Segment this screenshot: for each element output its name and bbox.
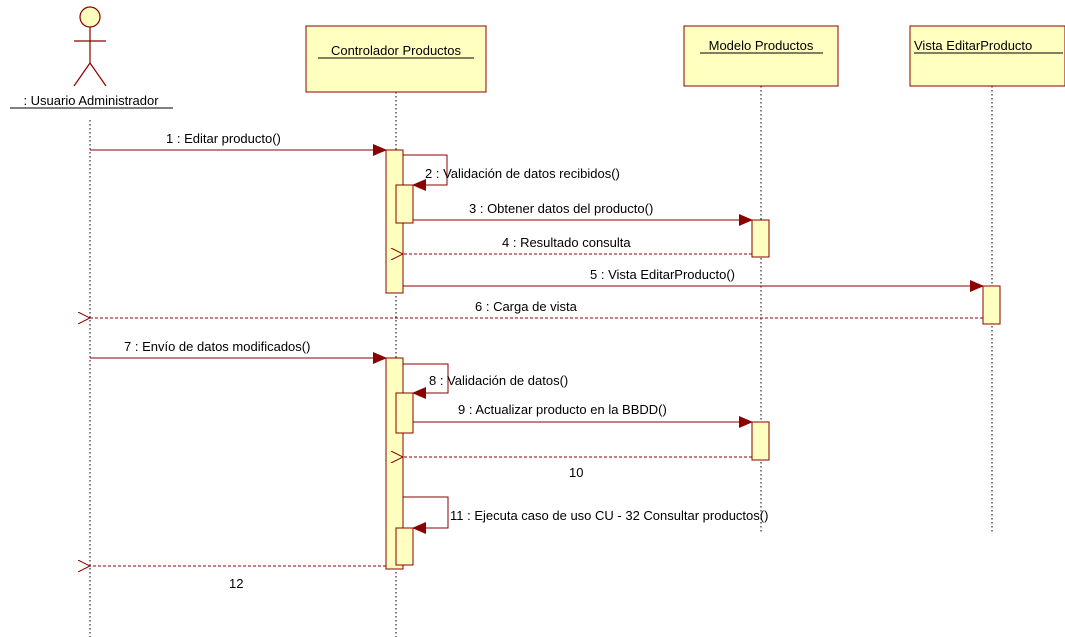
message-label: 6 : Carga de vista [475,299,578,314]
message-label: 10 [569,465,583,480]
actor-head-icon [79,6,101,28]
message-label: 1 : Editar producto() [166,131,281,146]
self-message-arrow [403,363,449,399]
activation-modelo-1 [751,219,770,258]
message-label: 5 : Vista EditarProducto() [590,267,735,282]
message-label: 4 : Resultado consulta [502,235,631,250]
activation-vista-1 [982,285,1001,325]
message-label: 9 : Actualizar producto en la BBDD() [458,402,667,417]
self-message-arrow [403,154,448,191]
self-message-arrow [403,496,449,534]
activation-modelo-2 [751,421,770,461]
participant-modelo: Modelo Productos [683,25,839,87]
activation-controlador-2-nested-b [395,527,414,566]
participant-controlador: Controlador Productos [305,25,487,93]
participant-vista: Vista EditarProducto [909,25,1065,87]
participant-name: Vista EditarProducto [914,38,1032,53]
message-label: 3 : Obtener datos del producto() [469,201,653,216]
message-label: 7 : Envío de datos modificados() [124,339,310,354]
message-label: 2 : Validación de datos recibidos() [425,166,620,181]
activation-controlador-1-nested [395,184,414,224]
participant-name: Modelo Productos [709,38,814,53]
message-label: 8 : Validación de datos() [429,373,568,388]
actor-name: : Usuario Administrador [23,93,159,108]
actor-figure [73,6,107,87]
message-label: 11 : Ejecuta caso de uso CU - 32 Consult… [450,508,768,523]
activation-controlador-2-nested-a [395,392,414,434]
participant-name: Controlador Productos [331,43,462,58]
message-label: 12 [229,576,243,591]
